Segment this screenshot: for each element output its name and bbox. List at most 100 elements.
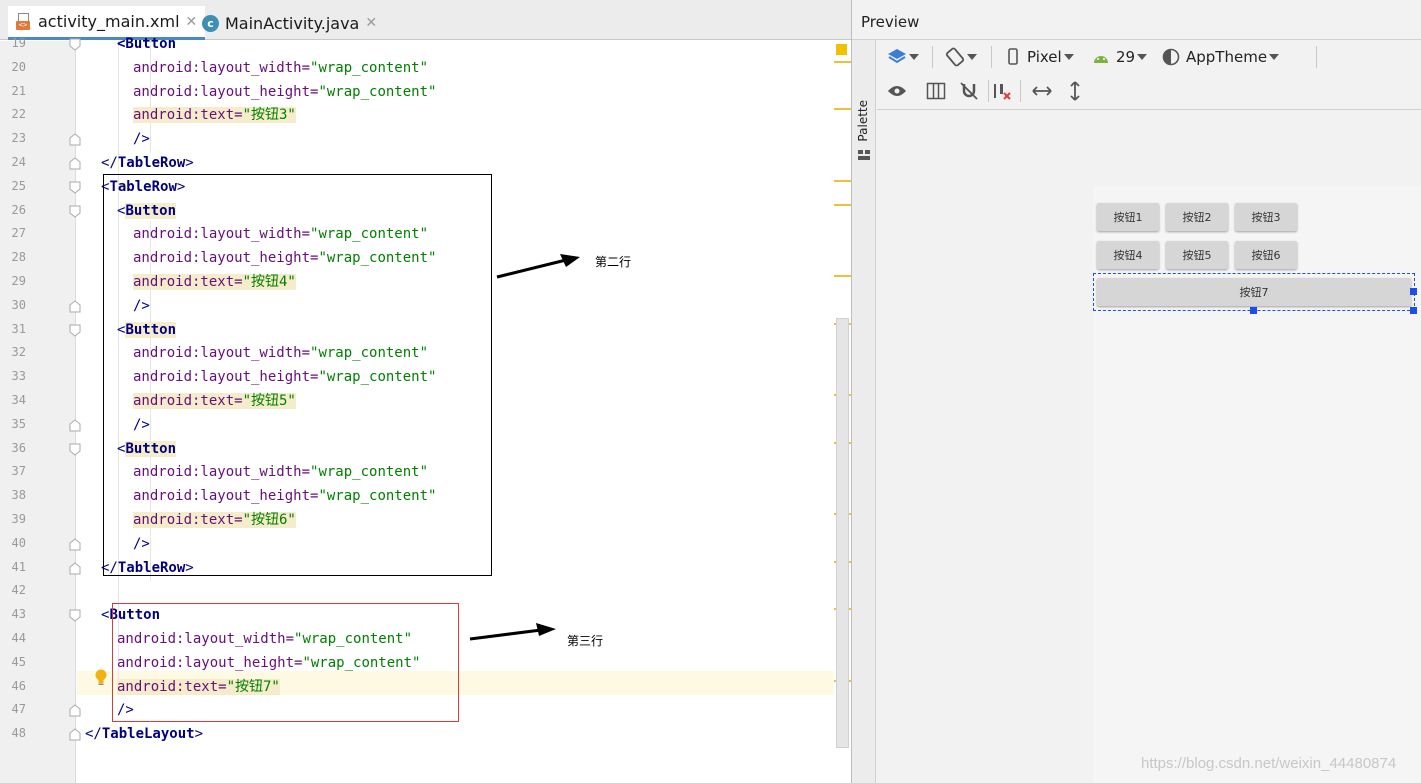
code-token: android:layout_height= — [117, 654, 303, 671]
inspection-status-icon[interactable] — [836, 44, 847, 55]
fold-end-icon[interactable] — [69, 157, 81, 170]
device-selector[interactable]: Pixel — [1007, 46, 1074, 68]
stripe-marker[interactable] — [834, 203, 851, 206]
code-line[interactable]: <TableRow> — [101, 175, 185, 199]
fold-expanded-icon[interactable] — [69, 443, 81, 456]
code-line[interactable]: android:text="按钮3" — [133, 103, 296, 127]
code-line[interactable]: <Button — [117, 318, 177, 342]
view-options-button[interactable] — [887, 80, 907, 102]
stripe-marker[interactable] — [834, 60, 851, 63]
clear-constraints-button[interactable] — [992, 80, 1012, 102]
code-line[interactable]: <Button — [117, 199, 177, 223]
code-token: "wrap_content" — [310, 345, 429, 362]
code-line[interactable]: </TableLayout> — [85, 722, 203, 746]
tab-main-activity-java[interactable]: c MainActivity.java ✕ — [194, 6, 385, 40]
code-line[interactable]: android:layout_height="wrap_content" — [133, 80, 436, 104]
code-line[interactable]: </TableRow> — [101, 556, 194, 580]
code-line[interactable]: android:text="按钮6" — [133, 508, 296, 532]
preview-button-6[interactable]: 按钮6 — [1235, 241, 1297, 269]
code-line[interactable]: /> — [133, 532, 150, 556]
preview-button-5[interactable]: 按钮5 — [1166, 241, 1228, 269]
code-line[interactable]: /> — [133, 413, 150, 437]
code-line[interactable]: android:layout_height="wrap_content" — [133, 246, 436, 270]
code-line[interactable]: </TableRow> — [101, 151, 194, 175]
code-line[interactable]: <Button — [117, 32, 176, 56]
close-icon[interactable]: ✕ — [365, 15, 378, 31]
layout-guides-button[interactable] — [926, 80, 946, 102]
fold-end-icon[interactable] — [69, 300, 81, 313]
preview-panel: Preview Palette Pixel — [851, 0, 1421, 783]
close-icon[interactable]: ✕ — [185, 13, 198, 30]
fold-expanded-icon[interactable] — [69, 324, 81, 337]
code-line[interactable]: android:layout_width="wrap_content" — [133, 460, 428, 484]
preview-button-2[interactable]: 按钮2 — [1166, 203, 1228, 231]
code-line[interactable]: android:layout_width="wrap_content" — [133, 341, 428, 365]
code-line[interactable]: <Button — [117, 437, 177, 461]
design-surface-button[interactable] — [887, 46, 919, 68]
api-level-selector[interactable]: 29 — [1092, 46, 1148, 68]
columns-icon — [926, 82, 946, 100]
preview-toolbar-bottom — [877, 74, 1421, 110]
fold-end-icon[interactable] — [69, 728, 81, 741]
code-token: TableLayout — [101, 726, 195, 743]
fold-end-icon[interactable] — [69, 133, 81, 146]
code-token: android:layout_height= — [133, 83, 319, 100]
fold-end-icon[interactable] — [69, 561, 81, 575]
code-token: <Button — [117, 36, 177, 52]
palette-strip[interactable]: Palette — [852, 40, 876, 783]
autoconnect-button[interactable] — [959, 80, 979, 102]
xml-file-icon: <> — [16, 12, 32, 31]
code-line[interactable]: android:text="按钮5" — [133, 389, 296, 413]
code-line[interactable]: /> — [117, 698, 134, 722]
preview-button-7[interactable]: 按钮7 — [1097, 278, 1411, 306]
chevron-down-icon — [1137, 54, 1148, 60]
vertical-scrollbar[interactable] — [836, 318, 849, 748]
stripe-marker[interactable] — [834, 275, 851, 277]
code-token: "wrap_content" — [310, 226, 429, 243]
code-line[interactable]: android:text="按钮4" — [133, 270, 296, 294]
preview-button-3[interactable]: 按钮3 — [1235, 203, 1297, 231]
arrow-third-row-icon — [469, 623, 556, 641]
fold-expanded-icon[interactable] — [69, 38, 81, 51]
code-token: android:text= — [133, 107, 243, 124]
orientation-button[interactable] — [945, 46, 977, 68]
fold-expanded-icon[interactable] — [69, 609, 81, 622]
code-line[interactable]: android:layout_height="wrap_content" — [133, 484, 436, 508]
rotate-icon — [945, 47, 965, 67]
line-number: 20 — [11, 59, 26, 74]
tab-activity-main-xml[interactable]: <> activity_main.xml ✕ — [8, 6, 206, 40]
code-line[interactable]: android:text="按钮7" — [117, 675, 280, 699]
resize-handle[interactable] — [1250, 307, 1257, 314]
code-editor[interactable]: <> activity_main.xml ✕ c MainActivity.ja… — [0, 0, 851, 783]
expand-horizontal-button[interactable] — [1032, 80, 1052, 102]
stripe-marker[interactable] — [834, 108, 851, 111]
android-icon — [1094, 56, 1108, 63]
code-line[interactable]: /> — [133, 127, 150, 151]
code-line[interactable]: <Button — [101, 603, 160, 627]
code-line[interactable]: android:layout_width="wrap_content" — [133, 56, 428, 80]
fold-expanded-icon[interactable] — [69, 205, 81, 218]
code-line[interactable]: android:layout_height="wrap_content" — [117, 651, 420, 675]
fold-end-icon[interactable] — [69, 419, 81, 432]
preview-button-1[interactable]: 按钮1 — [1097, 203, 1159, 231]
code-line[interactable]: /> — [133, 294, 150, 318]
clear-constraints-icon — [994, 84, 1011, 100]
code-line[interactable]: android:layout_height="wrap_content" — [133, 365, 436, 389]
line-number: 44 — [11, 631, 26, 645]
preview-button-4[interactable]: 按钮4 — [1097, 241, 1159, 269]
resize-handle[interactable] — [1410, 288, 1417, 295]
resize-handle[interactable] — [1410, 307, 1417, 314]
fold-expanded-icon[interactable] — [69, 181, 81, 194]
code-line[interactable]: android:layout_width="wrap_content" — [117, 627, 412, 651]
stripe-marker[interactable] — [834, 179, 851, 182]
java-class-icon: c — [202, 14, 219, 32]
palette-label[interactable]: Palette — [856, 100, 870, 142]
expand-vertical-button[interactable] — [1069, 80, 1081, 102]
fold-end-icon[interactable] — [69, 704, 81, 717]
theme-selector[interactable]: AppTheme — [1162, 46, 1280, 68]
code-line[interactable]: android:layout_width="wrap_content" — [133, 222, 428, 246]
component-tree-icon[interactable] — [857, 148, 871, 162]
fold-end-icon[interactable] — [69, 538, 81, 551]
lightbulb-icon[interactable] — [94, 669, 108, 687]
